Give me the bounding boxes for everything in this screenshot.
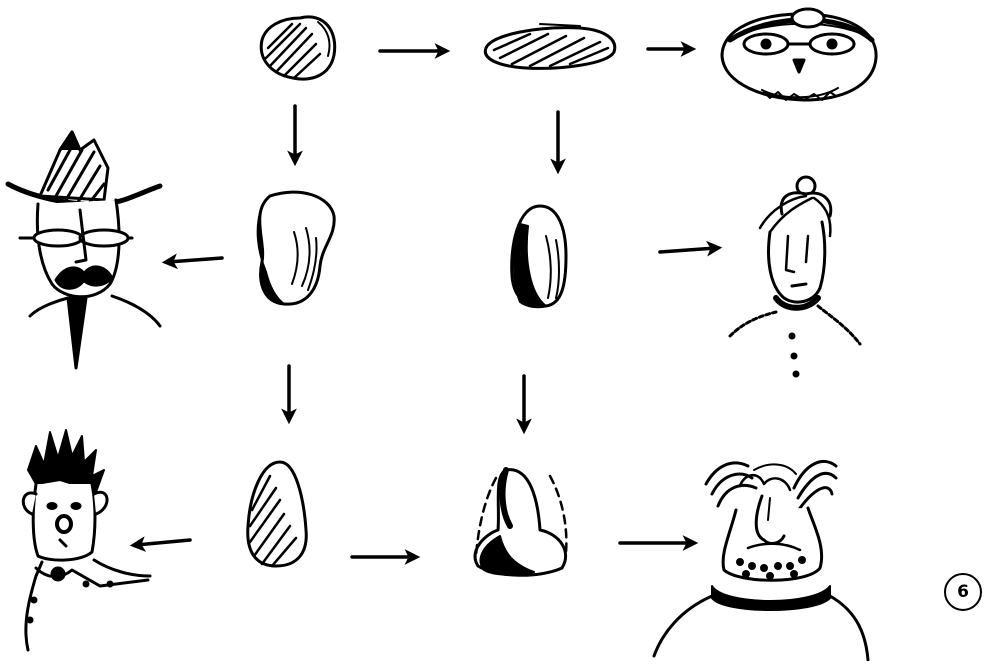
shape-big-nose <box>475 470 566 576</box>
face-goggles <box>722 9 876 100</box>
face-long <box>730 177 860 376</box>
arrows <box>136 49 716 557</box>
face-hat-mustache <box>8 132 160 368</box>
face-wild-hair <box>654 461 868 660</box>
face-spiky-hair <box>23 430 150 650</box>
arrow-right-3 <box>660 248 716 252</box>
arrow-left-2 <box>136 540 190 545</box>
shape-flat-oval <box>485 24 614 68</box>
shape-round-blob <box>261 17 334 79</box>
shape-bullet-lump <box>512 206 566 307</box>
shape-kidney-lump <box>258 192 335 304</box>
arrow-left-1 <box>168 258 222 262</box>
page-number-badge: 6 <box>944 573 982 611</box>
shape-tall-wedge <box>248 462 307 566</box>
